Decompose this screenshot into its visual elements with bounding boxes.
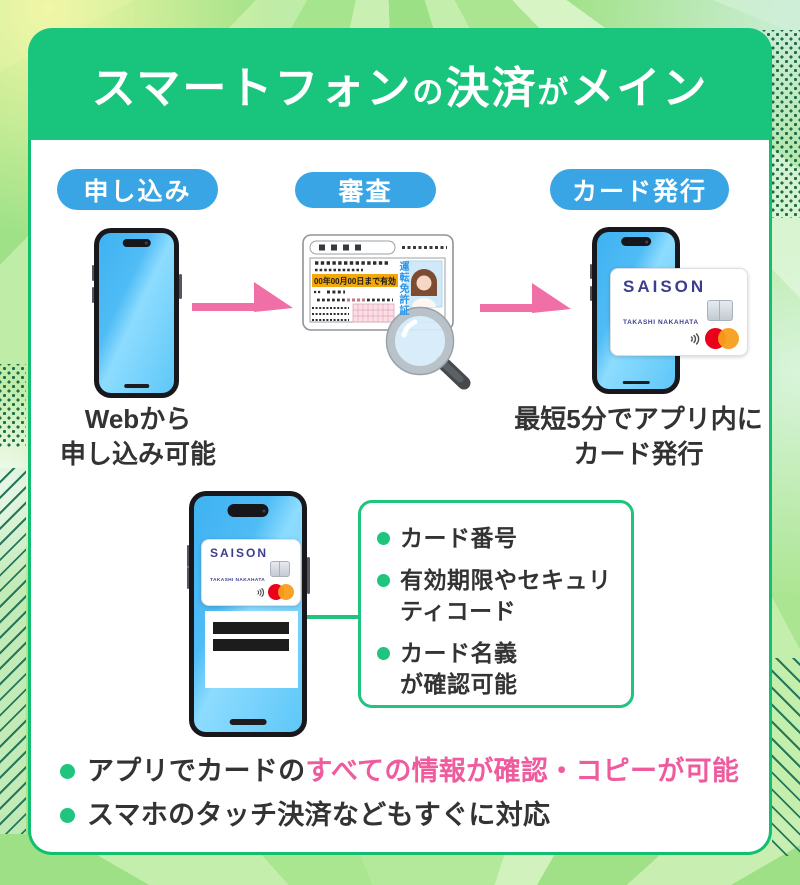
- note-text: アプリでカードのすべての情報が確認・コピーが可能: [87, 754, 739, 789]
- contactless-icon: [690, 333, 700, 345]
- card-holder-name: TAKASHI NAKAHATA: [210, 578, 266, 583]
- step-pill-apply: 申し込み: [57, 169, 218, 210]
- bullet-dot-icon: [60, 808, 75, 823]
- drivers-license-icon: 00年00月00日まで有効: [302, 234, 471, 390]
- license-validity-text: 00年00月00日まで有効: [314, 275, 396, 286]
- saison-card: SAISON TAKASHI NAKAHATA: [201, 539, 301, 606]
- apply-caption-line1: Webから: [84, 404, 192, 434]
- note-prefix: アプリでカードの: [87, 756, 306, 786]
- screening-illustration: 00年00月00日まで有効 運転免許証: [301, 230, 481, 390]
- bullet-dot-icon: [377, 647, 390, 660]
- content-panel: 申し込み 審査 カード発行 Webから 申し込み可能: [28, 140, 772, 855]
- card-number-panel: [205, 611, 298, 688]
- list-item: カード名義 が確認可能: [377, 638, 617, 700]
- title-part: メイン: [570, 64, 709, 113]
- list-item: カード番号: [377, 523, 617, 554]
- note-highlight: すべての情報が確認・コピーが可能: [305, 756, 740, 786]
- info-item-holder-name: カード名義 が確認可能: [400, 640, 518, 697]
- masked-number-bar: [213, 639, 289, 651]
- smartphone-app-illustration: SAISON TAKASHI NAKAHATA: [186, 491, 310, 737]
- note-app-info: アプリでカードのすべての情報が確認・コピーが可能: [60, 754, 760, 789]
- card-brand-logo: SAISON: [623, 277, 707, 296]
- list-item: 有効期限やセキュリ ティコード: [377, 565, 617, 627]
- magnifier-icon: [385, 306, 471, 390]
- title-particle: の: [412, 75, 446, 110]
- card-chip-icon: [270, 561, 290, 577]
- bullet-dot-icon: [60, 764, 75, 779]
- page-title: スマートフォンの決済がメイン: [92, 52, 709, 116]
- saison-card: SAISON TAKASHI NAKAHATA: [610, 268, 748, 356]
- diagonal-hatch-left: [0, 468, 26, 834]
- title-banner: スマートフォンの決済がメイン: [28, 28, 772, 140]
- license-vertical-label: 運転免許証: [397, 261, 408, 316]
- main-card: スマートフォンの決済がメイン 申し込み 審査 カード発行 Webから 申し込み可…: [28, 28, 772, 855]
- phone-home-indicator: [622, 380, 650, 385]
- phone-notch: [122, 238, 151, 248]
- phone-screen: SAISON TAKASHI NAKAHATA: [194, 496, 302, 732]
- bullet-dot-icon: [377, 532, 390, 545]
- card-info-box: カード番号 有効期限やセキュリ ティコード カード名義 が確認可能: [358, 500, 634, 708]
- flow-arrow-icon: [192, 282, 293, 312]
- contactless-icon: [257, 588, 265, 597]
- card-chip-icon: [707, 300, 733, 321]
- mastercard-orange-circle: [278, 584, 294, 600]
- step-pill-issue-label: カード発行: [571, 177, 707, 206]
- phone-home-indicator: [123, 384, 150, 389]
- apply-caption-line2: 申し込み可能: [59, 439, 216, 469]
- title-part: スマートフォン: [91, 64, 413, 113]
- card-holder-name: TAKASHI NAKAHATA: [623, 319, 699, 326]
- step-pill-apply-label: 申し込み: [83, 177, 192, 206]
- issue-caption-line1: 最短5分でアプリ内に: [514, 404, 763, 434]
- phone-notch: [621, 237, 651, 247]
- issue-caption-line2: カード発行: [573, 439, 704, 469]
- phone-screen: [99, 233, 174, 393]
- masked-number-bar: [213, 622, 289, 634]
- issue-caption: 最短5分でアプリ内に カード発行: [501, 402, 776, 472]
- step-pill-screening: 審査: [295, 172, 436, 208]
- flow-arrow-icon: [480, 283, 571, 313]
- step-pill-screening-label: 審査: [338, 178, 393, 206]
- title-part: 決済: [445, 64, 538, 113]
- diagonal-hatch-right: [772, 658, 800, 856]
- phone-home-indicator: [229, 719, 267, 725]
- apply-caption: Webから 申し込み可能: [28, 402, 248, 472]
- note-touch-payment: スマホのタッチ決済などもすぐに対応: [60, 798, 760, 833]
- info-item-card-number: カード番号: [400, 525, 518, 551]
- halftone-dots-left: [0, 364, 26, 448]
- phone-notch: [227, 504, 269, 518]
- mastercard-orange-circle: [718, 328, 739, 349]
- bullet-dot-icon: [377, 574, 390, 587]
- mastercard-icon: [705, 328, 739, 349]
- mastercard-icon: [268, 584, 294, 600]
- smartphone-icon: [91, 228, 182, 398]
- card-brand-logo: SAISON: [210, 546, 269, 560]
- note-text: スマホのタッチ決済などもすぐに対応: [87, 800, 551, 830]
- step-pill-issue: カード発行: [550, 169, 729, 210]
- title-particle: が: [537, 75, 571, 110]
- connector-line: [307, 615, 360, 619]
- info-item-expiry-security: 有効期限やセキュリ ティコード: [400, 567, 612, 624]
